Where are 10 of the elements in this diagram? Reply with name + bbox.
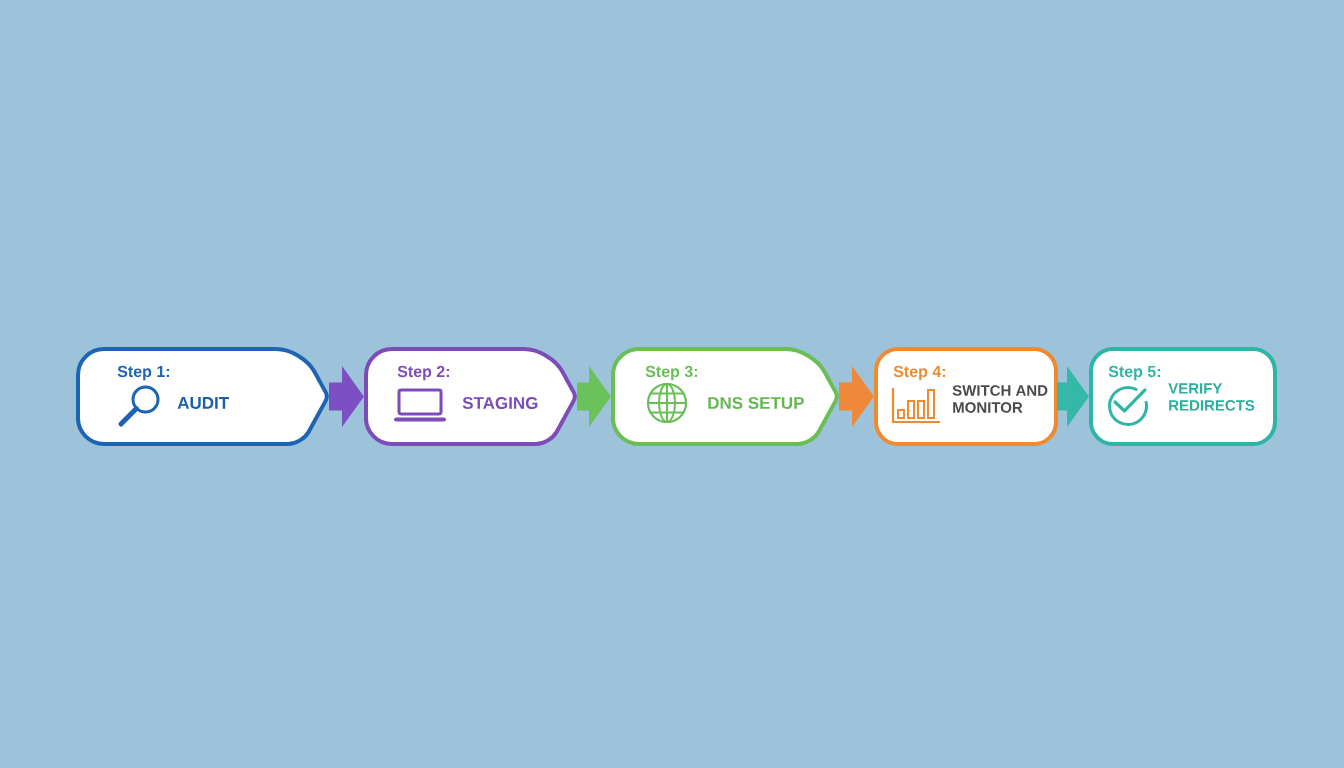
step-title: SWITCH AND MONITOR (952, 385, 1048, 413)
step-number: Step 5: (1108, 365, 1160, 381)
step-number: Step 4: (893, 365, 945, 381)
step-number: Step 3: (645, 365, 697, 381)
step-title: VERIFY REDIRECTS (1168, 383, 1255, 411)
step-title: STAGING (462, 396, 538, 409)
step-number: Step 2: (397, 365, 449, 381)
step-number: Step 1: (117, 365, 169, 381)
step-title: AUDIT (177, 397, 229, 409)
step-title: DNS SETUP (708, 396, 804, 409)
